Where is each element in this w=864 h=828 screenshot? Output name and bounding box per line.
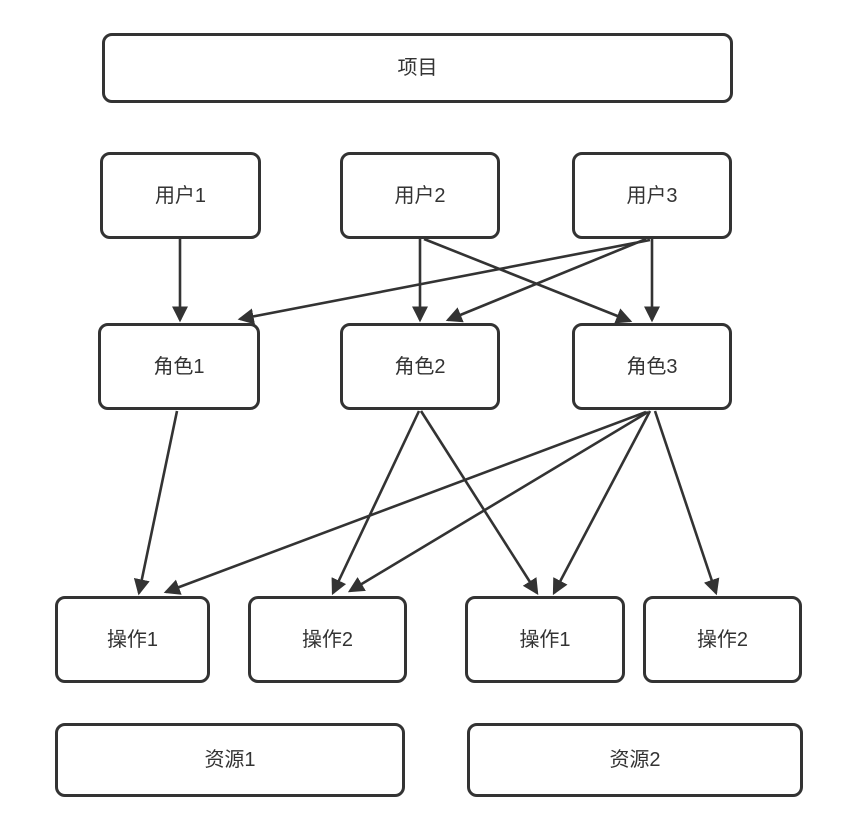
node-operation1-right: 操作1 (465, 596, 625, 683)
node-operation1-left: 操作1 (55, 596, 210, 683)
node-operation2-right: 操作2 (643, 596, 802, 683)
edge-role3-op1_left (163, 410, 647, 595)
node-operation2-left-label: 操作2 (301, 628, 354, 651)
node-operation2-left: 操作2 (248, 596, 407, 683)
node-operation1-right-label: 操作1 (519, 628, 571, 651)
node-project: 项目 (102, 33, 733, 103)
node-role2: 角色2 (340, 323, 500, 410)
node-role1-label: 角色1 (153, 355, 205, 378)
node-resource2: 资源2 (467, 723, 803, 797)
edge-user3-role1 (237, 238, 651, 325)
edge-role3-op2_left (347, 410, 649, 593)
node-resource1-label: 资源1 (204, 749, 256, 771)
node-resource1: 资源1 (55, 723, 405, 797)
node-user3-label: 用户3 (626, 184, 678, 207)
node-resource2-label: 资源2 (609, 749, 661, 771)
edge-role3-op1_right (552, 410, 652, 596)
edge-user2-role3 (423, 237, 633, 324)
node-operation1-left-label: 操作1 (106, 628, 159, 651)
node-user2: 用户2 (340, 152, 500, 239)
node-user3: 用户3 (572, 152, 732, 239)
node-user1-label: 用户1 (154, 184, 207, 207)
node-user1: 用户1 (100, 152, 261, 239)
edge-role3-op2_right (653, 410, 720, 596)
node-role2-label: 角色2 (394, 355, 446, 378)
edge-role2-op1_right (419, 410, 539, 596)
edge-user3-role2 (445, 237, 647, 323)
node-role3-label: 角色3 (626, 355, 678, 378)
node-role3: 角色3 (572, 323, 732, 410)
node-operation2-right-label: 操作2 (696, 628, 749, 651)
edge-role1-op1_left (133, 410, 179, 596)
node-role1: 角色1 (98, 323, 260, 410)
edge-role2-op2_left (331, 410, 421, 596)
node-user2-label: 用户2 (394, 184, 446, 207)
node-project-label: 项目 (397, 57, 438, 79)
